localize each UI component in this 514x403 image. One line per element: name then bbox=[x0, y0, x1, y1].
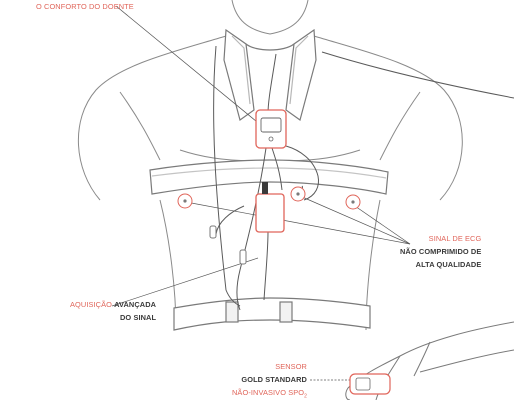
ecg-label-line2: NÃO COMPRIMIDO DE bbox=[400, 247, 482, 256]
ecg-label: SINAL DE ECG NÃO COMPRIMIDO DE ALTA QUAL… bbox=[400, 232, 481, 271]
spo2-subscript: 2 bbox=[304, 393, 307, 400]
cable-connector bbox=[209, 225, 247, 265]
neck-collar bbox=[223, 28, 317, 121]
torso-outline bbox=[78, 0, 463, 331]
lower-strap bbox=[173, 297, 371, 331]
spo2-line3: NÃO-INVASIVO SPO bbox=[232, 388, 305, 397]
acq-bold: AVANÇADA bbox=[114, 300, 157, 309]
hand-with-spo2-sensor bbox=[345, 321, 514, 400]
spo2-line1: SENSOR bbox=[275, 362, 307, 371]
ecg-label-line3: ALTA QUALIDADE bbox=[415, 260, 482, 269]
spo2-line2: GOLD STANDARD bbox=[241, 375, 307, 384]
comfort-label: O CONFORTO DO DOENTE bbox=[36, 0, 134, 13]
spo2-label: SENSOR GOLD STANDARD NÃO-INVASIVO SPO2 bbox=[232, 360, 307, 403]
ecg-label-line1: SINAL DE ECG bbox=[428, 234, 482, 243]
chest-strap bbox=[149, 159, 389, 195]
leader-lines bbox=[111, 5, 411, 381]
ecg-recorder-device bbox=[255, 182, 285, 233]
upper-monitor-device bbox=[255, 109, 287, 149]
acquisition-label: AQUISIÇÃO AVANÇADA DO SINAL bbox=[70, 298, 156, 324]
acq-prefix: AQUISIÇÃO bbox=[70, 300, 115, 309]
comfort-text: O CONFORTO DO DOENTE bbox=[36, 2, 134, 11]
acq-line2: DO SINAL bbox=[120, 313, 157, 322]
